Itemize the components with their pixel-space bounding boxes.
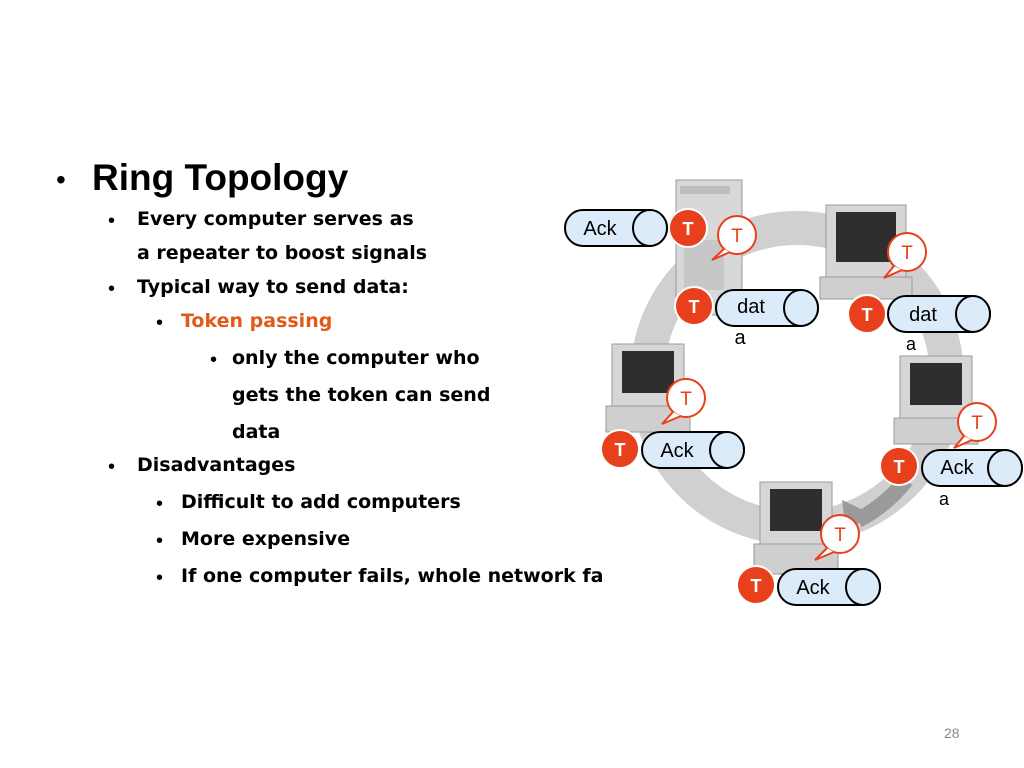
slide-title: Ring Topology (92, 157, 349, 198)
token-circle: T (600, 429, 640, 469)
bullet-text: More expensive (181, 528, 351, 550)
page-number: 28 (944, 725, 960, 741)
message-capsule: dat (887, 295, 991, 333)
capsule-label-wrap: a (906, 334, 917, 354)
svg-text:T: T (731, 226, 743, 247)
token-callout: T (711, 215, 757, 261)
bullet-text: If one computer fails, whole network fai… (181, 565, 605, 587)
svg-text:T: T (751, 576, 762, 596)
bullet-dot: • (56, 164, 66, 195)
bullet-dot: • (108, 278, 116, 300)
bullet-text: data (232, 421, 281, 443)
svg-text:T: T (615, 440, 626, 460)
capsule-label: Ack (796, 577, 830, 599)
message-capsule: Ack (641, 431, 745, 469)
svg-text:T: T (689, 297, 700, 317)
ring-topology-diagram: Ack dat a dat a Ack Ack a (564, 179, 1023, 606)
svg-text:T: T (680, 389, 692, 410)
bullet-dot: • (108, 456, 116, 478)
message-capsule: Ack (564, 209, 668, 247)
bullet-dot: • (156, 312, 164, 334)
token-callout: T (883, 232, 927, 279)
capsule-label-wrap: a (734, 327, 746, 349)
bullet-text: gets the token can send (232, 384, 491, 406)
svg-text:T: T (901, 243, 913, 264)
message-capsule: dat (715, 289, 819, 327)
message-capsule: Ack (777, 568, 881, 606)
bullet-text: Disadvantages (137, 454, 296, 476)
token-circle: T (847, 294, 887, 334)
svg-text:T: T (683, 219, 694, 239)
svg-text:T: T (834, 525, 846, 546)
bullet-dot: • (156, 493, 164, 515)
bullet-text: only the computer who (232, 347, 480, 369)
svg-text:T: T (862, 305, 873, 325)
capsule-label: Ack (583, 218, 617, 240)
token-callout: T (661, 378, 706, 425)
capsule-label: dat (737, 296, 765, 318)
token-callout: T (953, 402, 997, 449)
bullet-text: Typical way to send data: (137, 276, 409, 298)
token-circle: T (736, 565, 776, 605)
computer-icon (753, 481, 839, 575)
computer-icon (893, 355, 979, 445)
bullet-text: a repeater to boost signals (137, 242, 428, 264)
bullet-dot: • (156, 567, 164, 589)
bullet-text: Difficult to add computers (181, 491, 461, 513)
token-callout: T (814, 514, 860, 561)
token-circle: T (879, 446, 919, 486)
capsule-label-wrap: a (939, 489, 950, 509)
bullet-dot: • (156, 530, 164, 552)
bullet-dot: • (210, 349, 218, 371)
svg-text:T: T (971, 413, 983, 434)
bullet-dot: • (108, 210, 116, 232)
token-circle: T (674, 286, 714, 326)
capsule-label: Ack (940, 457, 974, 479)
bullet-text: Every computer serves as (137, 208, 414, 230)
message-capsule: Ack (921, 449, 1023, 487)
capsule-label: Ack (660, 440, 694, 462)
capsule-label: dat (909, 304, 937, 326)
svg-text:T: T (894, 457, 905, 477)
token-circle: T (668, 208, 708, 248)
bullet-text-highlight: Token passing (181, 310, 333, 332)
